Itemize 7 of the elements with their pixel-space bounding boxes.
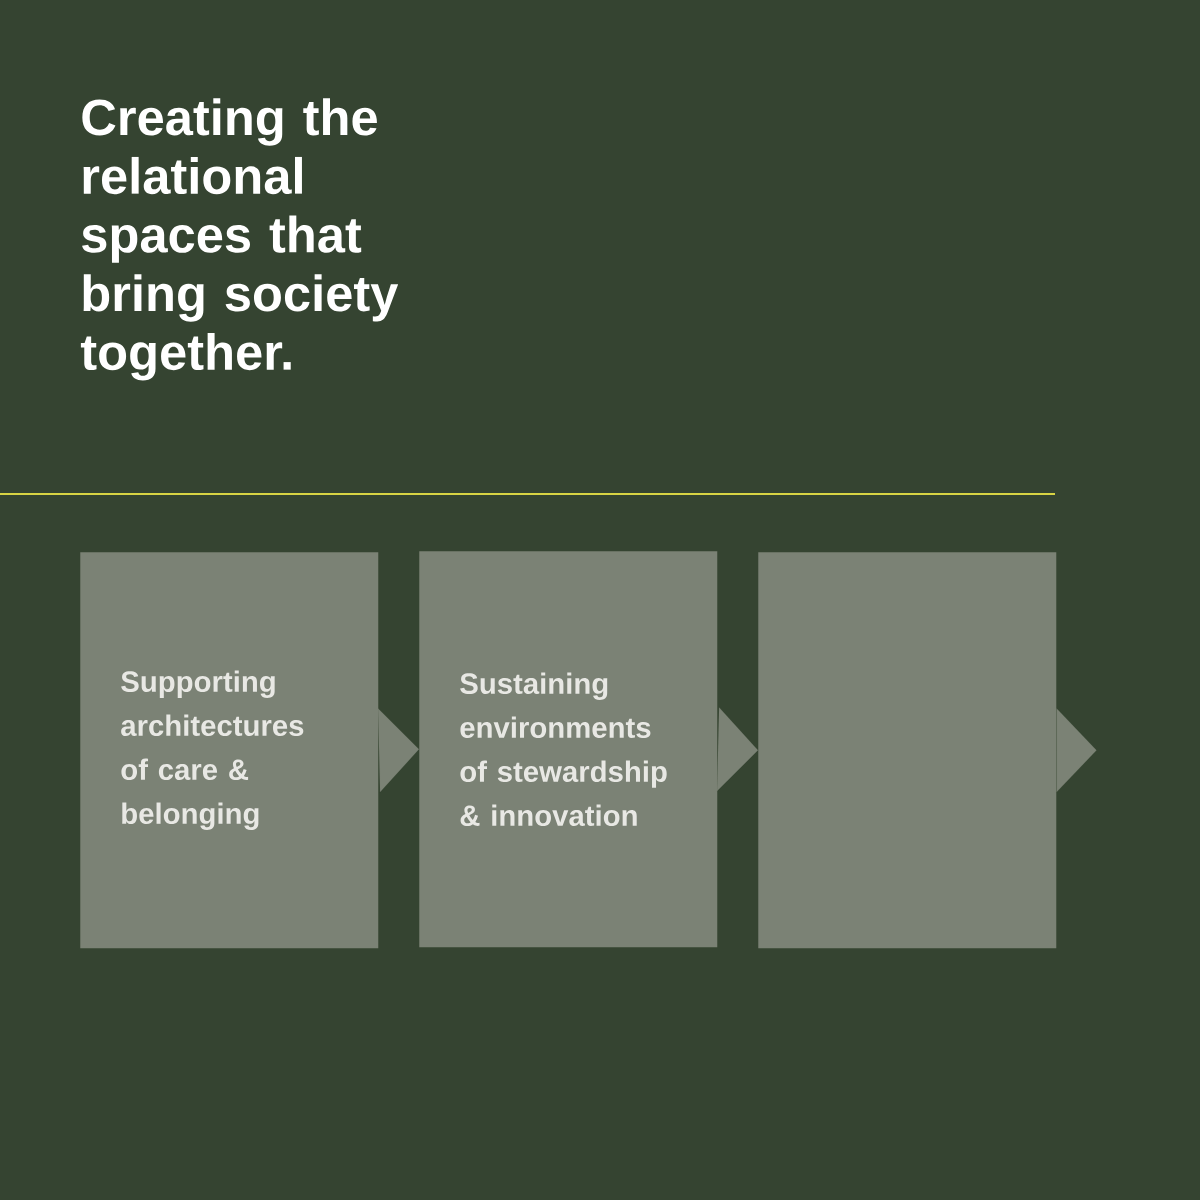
chevron-arrow: [717, 707, 758, 792]
chevron-arrow: [1056, 708, 1097, 793]
step-box: Sustaining environments of stewardship & innovation: [419, 551, 718, 948]
title: Creating the relational spaces that bring society together.: [80, 98, 399, 381]
chevron-arrow: [378, 708, 419, 793]
step-box: [758, 552, 1057, 949]
step-box: Supporting architectures of care & belonging: [80, 552, 379, 949]
